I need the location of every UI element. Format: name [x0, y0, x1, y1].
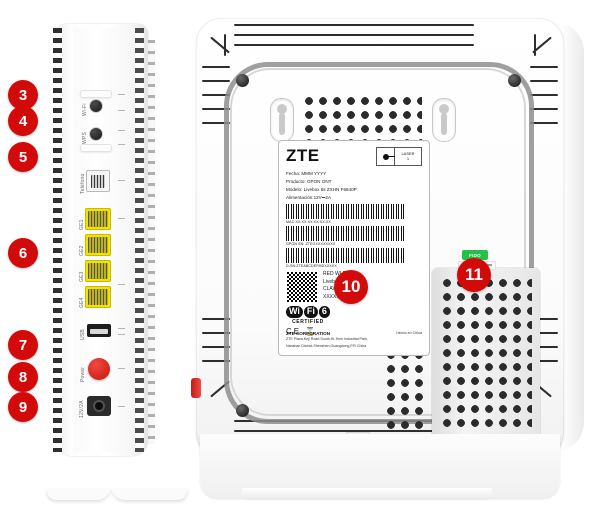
vent-rail-right: [135, 28, 144, 452]
lan-port-ge3[interactable]: [85, 260, 111, 282]
router-base-lip: [242, 488, 492, 500]
laser-label: LASER: [401, 150, 415, 156]
compliance-marks: CE ⌛: [286, 327, 318, 337]
label-specs: Fecha: MMM YYYY Producto: GPON ONT Model…: [286, 170, 422, 202]
router-stand: [42, 454, 192, 506]
usb-port[interactable]: [87, 324, 111, 337]
qr-code-icon: [286, 271, 318, 304]
vent-rail-left: [53, 28, 62, 452]
corner-vent-top-left: [202, 32, 248, 132]
callout-badge-7[interactable]: 7: [8, 330, 38, 360]
callout-badge-3[interactable]: 3: [8, 80, 38, 110]
barcode-mac-caption: MAC:XX:XX:XX:XX:XX:XX: [286, 220, 331, 225]
fido-sticker: FIDO: [462, 250, 488, 260]
wifi-button-recess: [80, 90, 112, 98]
dc-power-jack[interactable]: [87, 396, 111, 416]
wifi-ssid-label: RED WI-FI:: [323, 271, 349, 278]
spec-power: Alimentación:12V⎓2A: [286, 195, 332, 201]
company-address-line-2: Nanshan District,Shenzhen,Guangdong,P.R.…: [286, 343, 367, 348]
power-button-label: Power: [80, 366, 86, 382]
barcode-mac: [286, 204, 404, 220]
usb-port-label: USB: [80, 329, 86, 340]
back-panel-ring-inner: [230, 68, 526, 416]
spec-product: Producto: GPON ONT: [286, 179, 332, 185]
callout-badge-4[interactable]: 4: [8, 106, 38, 136]
callout-badge-8[interactable]: 8: [8, 362, 38, 392]
stand-foot-left: [44, 488, 112, 500]
router-side-view: Wi-Fi WPS Teléfono GE1 GE2 GE3: [44, 24, 190, 500]
company-name: ZTE CORPORATION: [286, 331, 331, 337]
back-panel-ring: [224, 62, 534, 424]
phone-port-label: Teléfono: [80, 173, 86, 194]
wps-port-label: WPS: [82, 132, 88, 144]
wifi-port-label: Wi-Fi: [82, 103, 88, 116]
wifi-certified-text: CERTIFIED: [292, 319, 324, 326]
perforation-grid-panel: [440, 276, 532, 432]
callout-badge-6[interactable]: 6: [8, 238, 38, 268]
lan-port-ge4-label: GE4: [79, 297, 85, 308]
router-back-base: [200, 434, 560, 498]
corner-vent-bottom-left: [202, 318, 248, 428]
barcode-dsn: [286, 248, 404, 264]
corner-vent-top-right: [512, 32, 558, 132]
wifi-logo-fi: Fi: [303, 306, 318, 319]
lan-port-ge2-label: GE2: [79, 245, 85, 256]
certification-row: Wi Fi 6 CERTIFIED: [286, 306, 422, 325]
callout-badge-5[interactable]: 5: [8, 142, 38, 172]
screw-bottom-left: [236, 404, 249, 417]
laser-class: 1: [406, 155, 410, 161]
spec-model: Modelo: Livebox 6s ZXHN F6640P: [286, 187, 357, 193]
wifi-logo-6: 6: [318, 306, 330, 319]
router-port-face: Wi-Fi WPS Teléfono GE1 GE2 GE3: [74, 28, 130, 452]
lan-port-ge4[interactable]: [85, 286, 111, 308]
lan-port-ge1-label: GE1: [79, 219, 85, 230]
wifi6-certified-logo: Wi Fi 6 CERTIFIED: [286, 306, 330, 325]
callout-badge-9[interactable]: 9: [8, 392, 38, 422]
laser-icon: [377, 148, 395, 165]
wall-mount-keyhole-left: [270, 98, 294, 142]
dc-power-jack-label: 12V/2A: [79, 400, 85, 418]
phone-port[interactable]: [86, 170, 110, 192]
reset-button[interactable]: [191, 378, 201, 398]
product-label: ZTE LASER 1 Fecha: MMM YYYY Producto: GP…: [278, 140, 430, 356]
barcode-gpon-sn-caption: GPON SN: ZTEGXXXXXXXX: [286, 242, 336, 247]
lan-port-ge1[interactable]: [85, 208, 111, 230]
top-vent-slots: [234, 24, 474, 54]
lan-port-ge2[interactable]: [85, 234, 111, 256]
callout-badge-11[interactable]: 11: [457, 258, 491, 292]
barcode-gpon-sn: [286, 226, 404, 242]
label-brand: ZTE: [286, 146, 320, 165]
stand-foot-right: [110, 488, 190, 500]
corner-vent-bottom-right: [512, 318, 558, 428]
vent-rail-far: [148, 40, 155, 444]
power-button[interactable]: [88, 358, 110, 380]
router-back-shell: ZTE LASER 1 Fecha: MMM YYYY Producto: GP…: [191, 18, 564, 458]
spec-date: Fecha: MMM YYYY: [286, 171, 327, 176]
barcode-dsn-caption: D-SN:ZTEABCDEFMDXXXXX: [286, 264, 337, 269]
wps-button[interactable]: [90, 128, 102, 140]
wifi-button[interactable]: [90, 100, 102, 112]
label-footer: ZTE CORPORATION Hecho en China ZTE Plaza…: [286, 331, 422, 349]
wall-mount-keyhole-right: [432, 98, 456, 142]
screw-top-right: [508, 74, 521, 87]
company-address-line-1: ZTE Plaza,Keji Road South,Hi-Tech Indust…: [286, 337, 368, 342]
perforation-grid-left: [384, 348, 428, 432]
laser-class-box: LASER 1: [376, 147, 422, 166]
router-back-view: ZTE LASER 1 Fecha: MMM YYYY Producto: GP…: [191, 18, 588, 500]
screw-top-left: [236, 74, 249, 87]
wifi-logo-wi: Wi: [286, 306, 303, 319]
made-in-text: Hecho en China: [396, 331, 422, 336]
callout-badge-10[interactable]: 10: [334, 270, 368, 304]
lan-port-ge3-label: GE3: [79, 271, 85, 282]
removable-side-panel[interactable]: [432, 268, 540, 438]
router-side-body: Wi-Fi WPS Teléfono GE1 GE2 GE3: [53, 24, 155, 456]
wps-button-recess: [80, 144, 112, 152]
